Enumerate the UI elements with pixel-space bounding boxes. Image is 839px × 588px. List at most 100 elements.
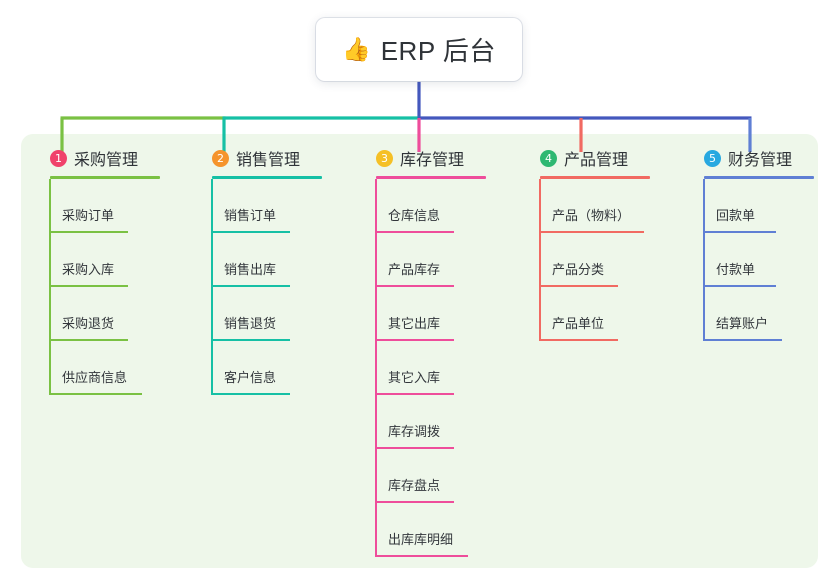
leaf-item[interactable]: 销售订单 [198,179,322,233]
branch-leaf-list: 回款单付款单结算账户 [690,179,814,341]
branch-spine [375,179,377,557]
leaf-rule [540,339,618,341]
leaf-item[interactable]: 产品库存 [362,233,486,287]
leaf-label: 产品（物料） [552,208,631,223]
branch-header-2[interactable]: 2 销售管理 [198,145,322,171]
leaf-rule [376,555,468,557]
branch-spine [211,179,213,395]
branch-title: 产品管理 [564,152,629,169]
branch-leaf-list: 采购订单采购入库采购退货供应商信息 [36,179,160,395]
branch-number-badge: 2 [212,149,229,167]
leaf-item[interactable]: 其它出库 [362,287,486,341]
branch-column-2: 2 销售管理销售订单销售出库销售退货客户信息 [198,145,322,395]
leaf-rule [376,231,454,233]
leaf-label: 其它出库 [388,316,441,331]
leaf-item[interactable]: 采购入库 [36,233,160,287]
leaf-rule [704,339,782,341]
leaf-rule [376,285,454,287]
leaf-item[interactable]: 采购退货 [36,287,160,341]
branch-title: 库存管理 [400,152,465,169]
leaf-item[interactable]: 库存调拨 [362,395,486,449]
leaf-rule [212,231,290,233]
leaf-item[interactable]: 产品单位 [526,287,650,341]
leaf-rule [704,285,776,287]
branch-spine [539,179,541,341]
leaf-label: 库存盘点 [388,478,441,493]
thumbs-up-icon: 👍 [342,36,371,62]
leaf-rule [540,285,618,287]
leaf-item[interactable]: 出库库明细 [362,503,486,557]
leaf-item[interactable]: 库存盘点 [362,449,486,503]
branch-number-badge: 3 [376,149,393,167]
branch-leaf-list: 仓库信息产品库存其它出库其它入库库存调拨库存盘点出库库明细 [362,179,486,557]
branch-header-rule [212,176,322,179]
branch-number-badge: 1 [50,149,67,167]
leaf-item[interactable]: 供应商信息 [36,341,160,395]
leaf-label: 仓库信息 [388,208,441,223]
leaf-item[interactable]: 产品分类 [526,233,650,287]
leaf-rule [212,285,290,287]
leaf-item[interactable]: 其它入库 [362,341,486,395]
root-node-card[interactable]: 👍 ERP 后台 [316,18,522,81]
leaf-label: 采购退货 [62,316,115,331]
branch-header-4[interactable]: 4 产品管理 [526,145,650,171]
leaf-item[interactable]: 回款单 [690,179,814,233]
branch-spine [49,179,51,395]
leaf-label: 库存调拨 [388,424,441,439]
branch-column-1: 1 采购管理采购订单采购入库采购退货供应商信息 [36,145,160,395]
branch-title: 销售管理 [236,152,301,169]
leaf-label: 采购订单 [62,208,115,223]
leaf-rule [212,339,290,341]
branch-header-rule [50,176,160,179]
branch-title: 财务管理 [728,152,793,169]
leaf-rule [376,393,454,395]
leaf-label: 客户信息 [224,370,277,385]
branch-title: 采购管理 [74,152,139,169]
leaf-label: 产品单位 [552,316,605,331]
leaf-item[interactable]: 产品（物料） [526,179,650,233]
leaf-rule [50,393,142,395]
leaf-label: 供应商信息 [62,370,128,385]
leaf-item[interactable]: 销售退货 [198,287,322,341]
root-node-label: ERP 后台 [380,36,496,66]
leaf-label: 采购入库 [62,262,115,277]
leaf-label: 产品分类 [552,262,605,277]
branches-panel [21,134,818,568]
branch-column-3: 3 库存管理仓库信息产品库存其它出库其它入库库存调拨库存盘点出库库明细 [362,145,486,557]
branch-number-badge: 5 [704,149,721,167]
leaf-label: 销售退货 [224,316,277,331]
branch-leaf-list: 销售订单销售出库销售退货客户信息 [198,179,322,395]
leaf-rule [540,231,644,233]
leaf-rule [376,447,454,449]
leaf-item[interactable]: 采购订单 [36,179,160,233]
leaf-item[interactable]: 付款单 [690,233,814,287]
leaf-label: 付款单 [716,262,756,277]
leaf-label: 出库库明细 [388,532,454,547]
leaf-item[interactable]: 仓库信息 [362,179,486,233]
leaf-item[interactable]: 客户信息 [198,341,322,395]
leaf-rule [212,393,290,395]
leaf-label: 回款单 [716,208,756,223]
leaf-label: 结算账户 [716,316,769,331]
branch-header-1[interactable]: 1 采购管理 [36,145,160,171]
leaf-label: 其它入库 [388,370,441,385]
branch-header-rule [540,176,650,179]
branch-header-rule [376,176,486,179]
leaf-rule [704,231,776,233]
branch-spine [703,179,705,341]
leaf-label: 销售出库 [224,262,277,277]
branch-column-5: 5 财务管理回款单付款单结算账户 [690,145,814,341]
branch-header-rule [704,176,814,179]
leaf-item[interactable]: 结算账户 [690,287,814,341]
leaf-label: 产品库存 [388,262,441,277]
leaf-rule [376,339,454,341]
leaf-rule [50,231,128,233]
branch-leaf-list: 产品（物料） 产品分类产品单位 [526,179,650,341]
leaf-label: 销售订单 [224,208,277,223]
leaf-item[interactable]: 销售出库 [198,233,322,287]
branch-number-badge: 4 [540,149,557,167]
leaf-rule [50,339,128,341]
branch-header-5[interactable]: 5 财务管理 [690,145,814,171]
branch-header-3[interactable]: 3 库存管理 [362,145,486,171]
